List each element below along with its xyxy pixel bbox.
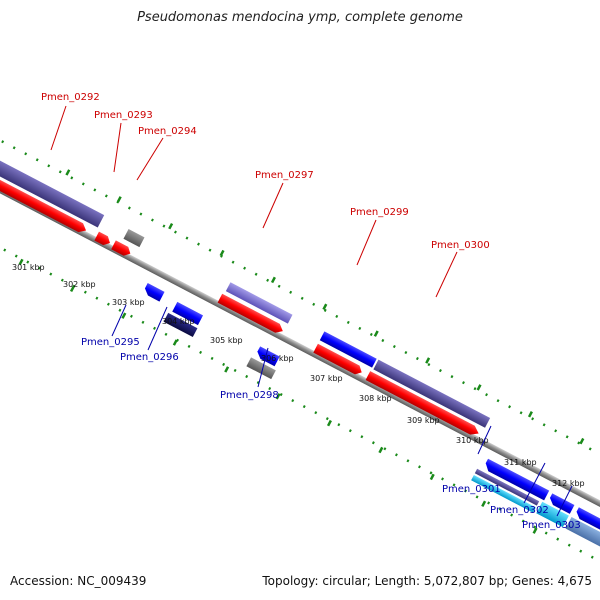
gene-label-pmen-0298[interactable]: Pmen_0298 (220, 390, 279, 401)
tick-label: 308 kbp (359, 394, 392, 403)
gene-pmen-0299[interactable] (313, 343, 364, 377)
gene-pmen-0300-track[interactable] (373, 359, 491, 428)
tick-label: 310 kbp (456, 436, 489, 445)
gene-pmen-0301-track[interactable] (483, 458, 550, 501)
gene-label-pmen-0294[interactable]: Pmen_0294 (138, 126, 197, 137)
gene-pmen-0293[interactable] (94, 231, 112, 248)
gene-pmen-0292[interactable] (0, 154, 88, 235)
gene-pmen-0296[interactable] (163, 312, 198, 338)
gene-label-pmen-0295[interactable]: Pmen_0295 (81, 337, 140, 348)
gene-pmen-0298[interactable] (246, 357, 276, 380)
gene-pmen-0303-steel[interactable] (565, 517, 600, 548)
gene-pmen-0294-grey[interactable] (123, 228, 145, 248)
gene-label-pmen-0301[interactable]: Pmen_0301 (442, 484, 501, 495)
genome-summary-text: Topology: circular; Length: 5,072,807 bp… (262, 574, 592, 588)
gene-pmen-0297-track[interactable] (225, 282, 293, 324)
gene-pmen-0302-track[interactable] (471, 474, 536, 513)
gene-label-pmen-0302[interactable]: Pmen_0302 (490, 505, 549, 516)
tick-label: 306 kbp (261, 354, 294, 363)
tick-label: 309 kbp (407, 416, 440, 425)
gene-label-pmen-0293[interactable]: Pmen_0293 (94, 110, 153, 121)
gene-pmen-0301[interactable] (474, 468, 540, 506)
reverse-gene-labels (111, 304, 573, 517)
tick-label: 307 kbp (310, 374, 343, 383)
reverse-strand (143, 283, 600, 548)
reverse-gene-label-text: Pmen_0295 Pmen_0296 Pmen_0298 Pmen_0301 … (81, 337, 581, 531)
forward-gene-label-text: Pmen_0292 Pmen_0293 Pmen_0294 Pmen_0297 … (41, 92, 490, 251)
tick-label: 301 kbp (12, 263, 45, 272)
gene-pmen-0300[interactable] (365, 371, 481, 438)
gene-label-pmen-0297[interactable]: Pmen_0297 (255, 170, 314, 181)
tick-label: 305 kbp (210, 336, 243, 345)
gene-label-pmen-0300[interactable]: Pmen_0300 (431, 240, 490, 251)
gene-label-pmen-0303[interactable]: Pmen_0303 (522, 520, 581, 531)
tick-labels: 301 kbp 302 kbp 303 kbp 304 kbp 305 kbp … (12, 263, 585, 488)
gene-pmen-0296-track[interactable] (172, 301, 204, 326)
gene-pmen-0302[interactable] (548, 493, 575, 514)
gene-pmen-0298-track[interactable] (255, 346, 280, 367)
tick-label: 311 kbp (504, 458, 537, 467)
gene-pmen-0299-track[interactable] (319, 331, 377, 368)
gene-pmen-0294[interactable] (111, 240, 132, 258)
gene-pmen-0303-track[interactable] (536, 501, 569, 528)
gene-pmen-0292-track[interactable] (0, 139, 105, 228)
gene-label-pmen-0299[interactable]: Pmen_0299 (350, 207, 409, 218)
gene-pmen-0297[interactable] (217, 293, 286, 336)
accession-text: Accession: NC_009439 (10, 574, 147, 588)
tick-label: 303 kbp (112, 298, 145, 307)
gene-label-pmen-0296[interactable]: Pmen_0296 (120, 352, 179, 363)
map-title: Pseudomonas mendocina ymp, complete geno… (137, 10, 463, 25)
gene-label-pmen-0292[interactable]: Pmen_0292 (41, 92, 100, 103)
tick-label: 304 kbp (162, 317, 195, 326)
forward-gene-labels (50, 105, 458, 298)
gene-pmen-0295[interactable] (143, 283, 165, 302)
gene-pmen-0303[interactable] (574, 507, 600, 535)
tick-label: 302 kbp (63, 280, 96, 289)
forward-strand (0, 139, 491, 438)
tick-label: 312 kbp (552, 479, 585, 488)
